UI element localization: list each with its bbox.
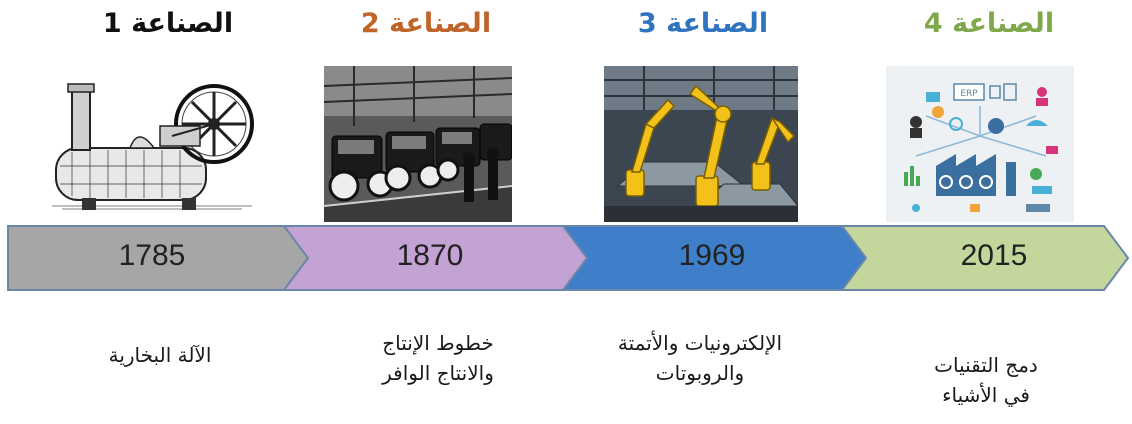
caption-1-line-1: الآلة البخارية: [108, 343, 212, 367]
caption-1: الآلة البخارية: [50, 340, 270, 370]
year-label-1: 1785: [118, 239, 186, 272]
stage-title-1: الصناعة 1: [102, 8, 234, 39]
stage-title-4: الصناعة 4: [923, 8, 1055, 39]
caption-3-line-2: والروبوتات: [655, 361, 745, 385]
caption-2: خطوط الإنتاج والانتاج الوافر: [328, 328, 548, 388]
caption-2-line-2: والانتاج الوافر: [382, 361, 494, 385]
smart-factory-image: ERP: [886, 66, 1074, 222]
timeline-arrow-4: [840, 225, 1130, 291]
caption-4-line-1: دمج التقنيات: [934, 353, 1038, 377]
caption-4: دمج التقنيات في الأشياء: [876, 350, 1096, 410]
stage-title-3: الصناعة 3: [637, 8, 769, 39]
steam-engine-image: [42, 66, 264, 222]
timeline-arrows: [7, 225, 1130, 291]
svg-text:ERP: ERP: [960, 89, 978, 99]
caption-2-line-1: خطوط الإنتاج: [382, 331, 494, 355]
year-label-2: 1870: [396, 239, 464, 272]
year-label-3: 1969: [678, 239, 746, 272]
industrial-robots-image: [604, 66, 798, 222]
caption-3-line-1: الإلكترونيات والأتمتة: [617, 331, 783, 355]
assembly-line-image: [324, 66, 512, 222]
caption-4-line-2: في الأشياء: [942, 383, 1030, 407]
stage-title-2: الصناعة 2: [360, 8, 492, 39]
year-label-4: 2015: [960, 239, 1028, 272]
caption-3: الإلكترونيات والأتمتة والروبوتات: [590, 328, 810, 388]
